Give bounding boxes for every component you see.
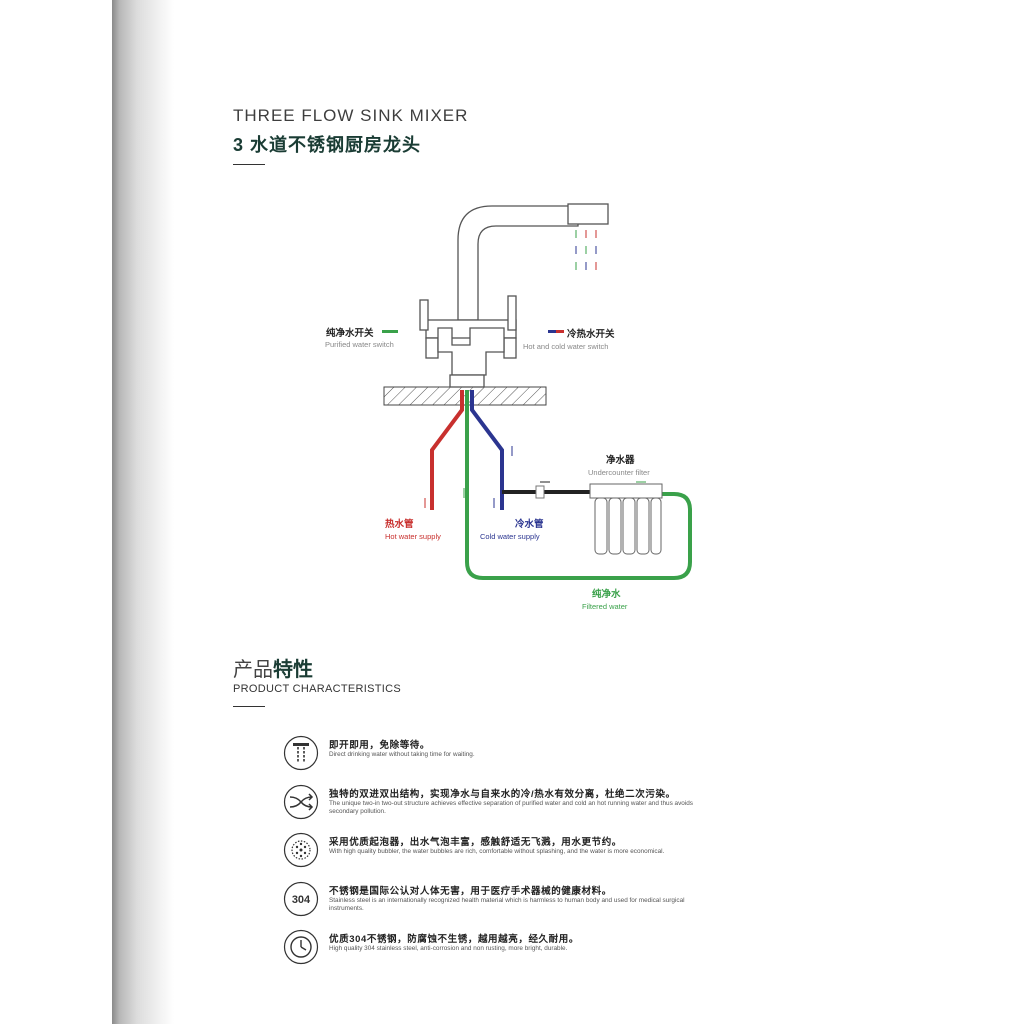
filtered-water-label-en: Filtered water (582, 602, 628, 611)
title-divider (233, 164, 265, 165)
purified-pipe (465, 390, 692, 580)
feature-description: The unique two-in two-out structure achi… (329, 800, 694, 816)
characteristics-title-light: 产品 (233, 659, 273, 681)
feature-description: Stainless steel is an internationally re… (329, 897, 685, 913)
feature-description: With high quality bubbler, the water bub… (329, 848, 665, 855)
purified-switch-marker (382, 330, 398, 333)
filtered-water-label: 纯净水 (592, 588, 621, 600)
feature-title: 采用优质起泡器，出水气泡丰富，感触舒适无飞溅，用水更节约。 (329, 837, 622, 848)
faucet-icon (419, 203, 609, 388)
feature-title: 优质304不锈钢，防腐蚀不生锈，越用越亮，经久耐用。 (329, 934, 579, 945)
characteristics-divider (233, 706, 265, 707)
left-margin (0, 0, 112, 1024)
feature-description: Direct drinking water without taking tim… (329, 751, 475, 758)
hot-cold-switch-label: 冷热水开关 (567, 328, 615, 340)
hot-pipe (430, 390, 464, 510)
cold-pipe-label: 冷水管 (515, 518, 544, 530)
feature-item: 即开即用，免除等待。 Direct drinking water without… (283, 735, 723, 775)
feature-title: 不锈钢是国际公认对人体无害，用于医疗手术器械的健康材料。 (329, 886, 612, 897)
steel-304-badge: 304 (292, 894, 311, 906)
faucet-diagram: 纯净水开关 Purified water switch 冷热水开关 Hot an… (325, 203, 692, 611)
feature-description: High quality 304 stainless steel, anti-c… (329, 945, 568, 952)
bubbler-icon (283, 832, 319, 868)
feature-item: 采用优质起泡器，出水气泡丰富，感触舒适无飞溅，用水更节约。 With high … (283, 832, 723, 872)
book-spine-shadow (112, 0, 174, 1024)
feature-item: 优质304不锈钢，防腐蚀不生锈，越用越亮，经久耐用。 High quality … (283, 929, 723, 969)
characteristics-title: 产品特性 (233, 653, 313, 682)
characteristics-title-en: PRODUCT CHARACTERISTICS (233, 683, 402, 695)
hot-cold-switch-label-en: Hot and cold water switch (523, 342, 608, 351)
feature-title: 即开即用，免除等待。 (329, 740, 431, 751)
filter-label: 净水器 (606, 454, 635, 466)
cold-pipe (470, 390, 504, 510)
water-stream-icon (283, 735, 319, 771)
feature-item: 304 不锈钢是国际公认对人体无害，用于医疗手术器械的健康材料。 Stainle… (283, 881, 723, 921)
page-title-en: THREE FLOW SINK MIXER (233, 106, 469, 125)
outflow-arrows (575, 230, 597, 270)
filter-label-en: Undercounter filter (588, 468, 650, 477)
steel-304-icon: 304 (283, 881, 319, 917)
feature-title: 独特的双进双出结构，实现净水与自来水的冷/热水有效分离，杜绝二次污染。 (329, 789, 676, 800)
page-title-cn: 3 水道不锈钢厨房龙头 (233, 135, 422, 155)
feature-item: 独特的双进双出结构，实现净水与自来水的冷/热水有效分离，杜绝二次污染。 The … (283, 784, 723, 824)
purified-switch-label-en: Purified water switch (325, 340, 394, 349)
cold-pipe-label-en: Cold water supply (480, 532, 540, 541)
clock-icon (283, 929, 319, 965)
hot-pipe-label-en: Hot water supply (385, 532, 441, 541)
filter-cartridges (589, 483, 663, 555)
two-way-flow-icon (283, 784, 319, 820)
purified-switch-label: 纯净水开关 (326, 327, 374, 339)
hot-pipe-label: 热水管 (385, 518, 414, 530)
characteristics-title-bold: 特性 (273, 659, 313, 681)
